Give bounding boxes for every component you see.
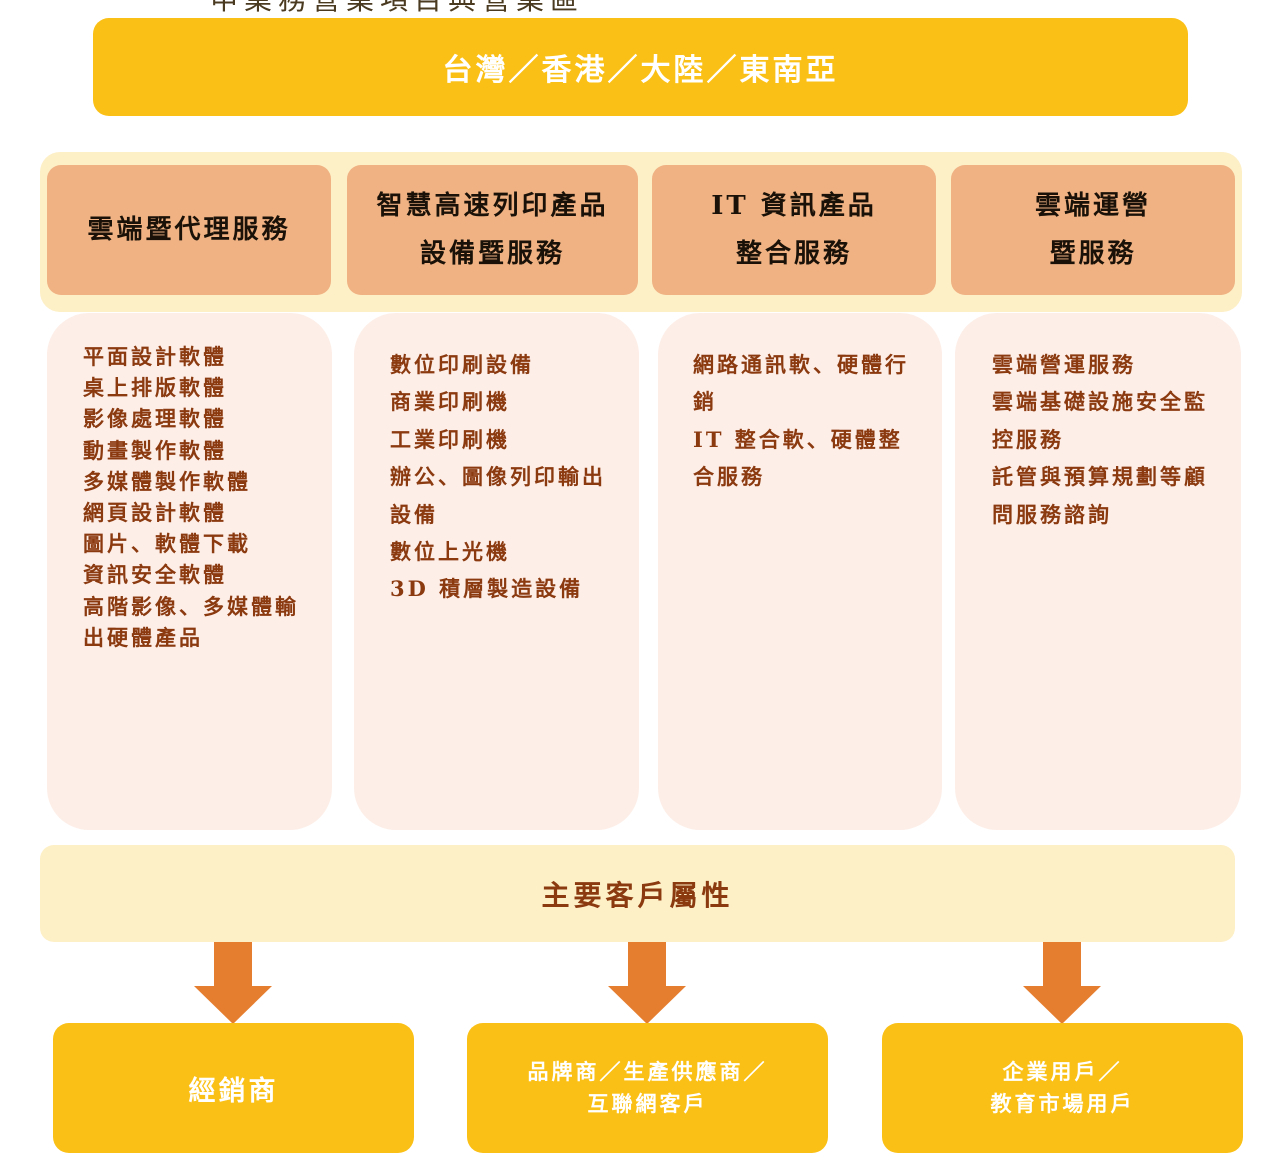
list-item: 桌上排版軟體 [83,375,227,401]
category-line: 暨服務 [1049,239,1137,269]
category-it-integration: IT 資訊產品 整合服務 [652,165,936,295]
list-item: 動畫製作軟體 [83,437,227,463]
list-item: 資訊安全軟體 [83,562,227,588]
column-cloud-agency-items: 平面設計軟體 桌上排版軟體 影像處理軟體 動畫製作軟體 多媒體製作軟體 網頁設計… [47,313,332,830]
list-item: 雲端基礎設施安全監 [992,389,1208,415]
cut-off-heading: 申業務營業項目與營業區 [210,0,584,18]
customer-box-distributors: 經銷商 [53,1023,414,1153]
list-item: 圖片、軟體下載 [83,531,251,557]
list-item: 問服務諮詢 [992,501,1112,527]
list-item: 平面設計軟體 [83,344,227,369]
category-smart-printing: 智慧高速列印產品 設備暨服務 [347,165,638,295]
customer-box-enterprise-education: 企業用戶／ 教育市場用戶 [882,1023,1243,1153]
list-item: 合服務 [693,464,765,490]
customer-line: 企業用戶／ [1002,1059,1123,1084]
list-item: 影像處理軟體 [83,406,227,432]
list-item: 設備 [390,501,438,527]
category-line: IT 資訊產品 [711,191,877,221]
arrow-down-icon [1023,942,1101,1024]
column-smart-printing-items: 數位印刷設備 商業印刷機 工業印刷機 辦公、圖像列印輸出 設備 數位上光機 3D… [354,313,639,830]
customer-line: 教育市場用戶 [990,1091,1135,1116]
customer-attributes-band: 主要客戶屬性 [40,845,1235,942]
list-item: 數位上光機 [390,539,510,565]
list-item: 託管與預算規劃等顧 [992,464,1208,490]
customer-line: 經銷商 [188,1075,279,1107]
item-list: 雲端營運服務 雲端基礎設施安全監 控服務 託管與預算規劃等顧 問服務諮詢 [992,346,1241,533]
arrow-down-icon [194,942,272,1024]
arrow-down-icon [608,942,686,1024]
category-cloud-agency: 雲端暨代理服務 [47,165,331,295]
list-item: 數位印刷設備 [390,352,534,377]
list-item: 商業印刷機 [390,389,510,415]
list-item: 網頁設計軟體 [83,500,227,526]
list-item: 3D 積層製造設備 [390,576,584,602]
item-list: 數位印刷設備 商業印刷機 工業印刷機 辦公、圖像列印輸出 設備 數位上光機 3D… [390,346,639,608]
list-item: 多媒體製作軟體 [83,468,251,494]
list-item: IT 整合軟、硬體整 [693,426,903,452]
list-item: 工業印刷機 [390,426,510,452]
customer-line: 互聯網客戶 [587,1091,708,1116]
list-item: 網路通訊軟、硬體行 [693,352,909,377]
list-item: 辦公、圖像列印輸出 [390,464,606,490]
category-line: 雲端暨代理服務 [87,215,291,245]
column-cloud-operations-items: 雲端營運服務 雲端基礎設施安全監 控服務 託管與預算規劃等顧 問服務諮詢 [955,313,1241,830]
category-line: 智慧高速列印產品 [376,191,609,221]
item-list: 平面設計軟體 桌上排版軟體 影像處理軟體 動畫製作軟體 多媒體製作軟體 網頁設計… [83,341,332,653]
customer-attributes-title: 主要客戶屬性 [541,878,734,912]
list-item: 控服務 [992,426,1064,452]
category-cloud-operations: 雲端運營 暨服務 [951,165,1235,295]
region-label: 台灣／香港／大陸／東南亞 [442,53,839,88]
list-item: 銷 [693,389,717,415]
region-banner: 台灣／香港／大陸／東南亞 [93,18,1188,116]
list-item: 雲端營運服務 [992,352,1136,377]
column-it-integration-items: 網路通訊軟、硬體行 銷 IT 整合軟、硬體整 合服務 [658,313,942,830]
customer-box-brands-suppliers: 品牌商／生產供應商／ 互聯網客戶 [467,1023,828,1153]
category-line: 設備暨服務 [419,239,565,269]
item-list: 網路通訊軟、硬體行 銷 IT 整合軟、硬體整 合服務 [693,346,942,496]
list-item: 出硬體產品 [83,624,203,650]
list-item: 高階影像、多媒體輸 [83,593,299,619]
category-line: 整合服務 [735,239,852,269]
customer-line: 品牌商／生產供應商／ [527,1059,768,1084]
category-line: 雲端運營 [1034,191,1151,221]
